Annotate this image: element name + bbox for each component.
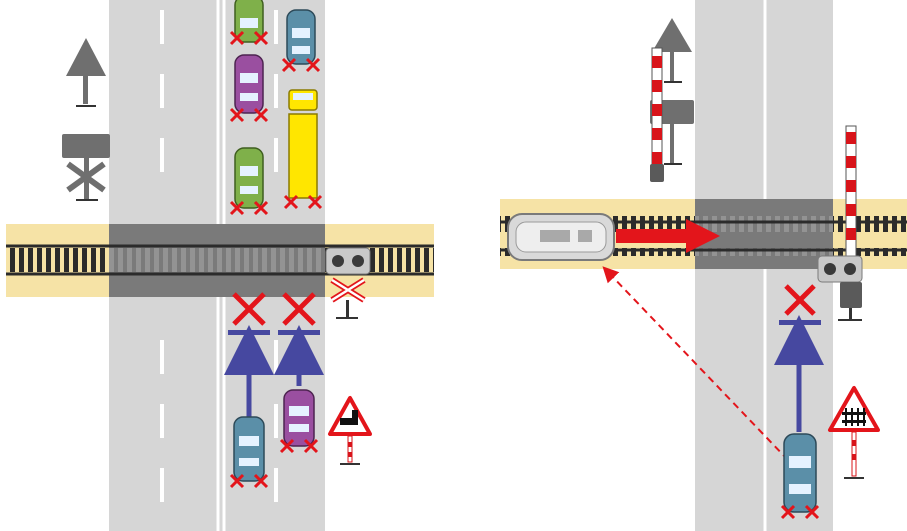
stop-line: [779, 320, 821, 325]
level-crossing-warning-sign-icon: [830, 388, 878, 478]
stop-line: [228, 330, 270, 335]
train-icon: [508, 214, 614, 260]
stopped-car: [231, 0, 267, 44]
approaching-car: [281, 390, 317, 452]
st-andrews-cross-sign-icon: [62, 134, 110, 200]
approaching-car: [782, 434, 818, 518]
right-scene: [500, 0, 907, 531]
stopped-car: [231, 148, 267, 214]
stop-line: [278, 330, 320, 335]
barrier-gate-icon: [650, 18, 694, 182]
left-scene: [6, 0, 434, 531]
approaching-car: [231, 417, 267, 487]
warning-triangle-sign-icon: [66, 38, 106, 106]
train-warning-sign-icon: [330, 398, 370, 464]
stopped-truck: [285, 90, 321, 208]
